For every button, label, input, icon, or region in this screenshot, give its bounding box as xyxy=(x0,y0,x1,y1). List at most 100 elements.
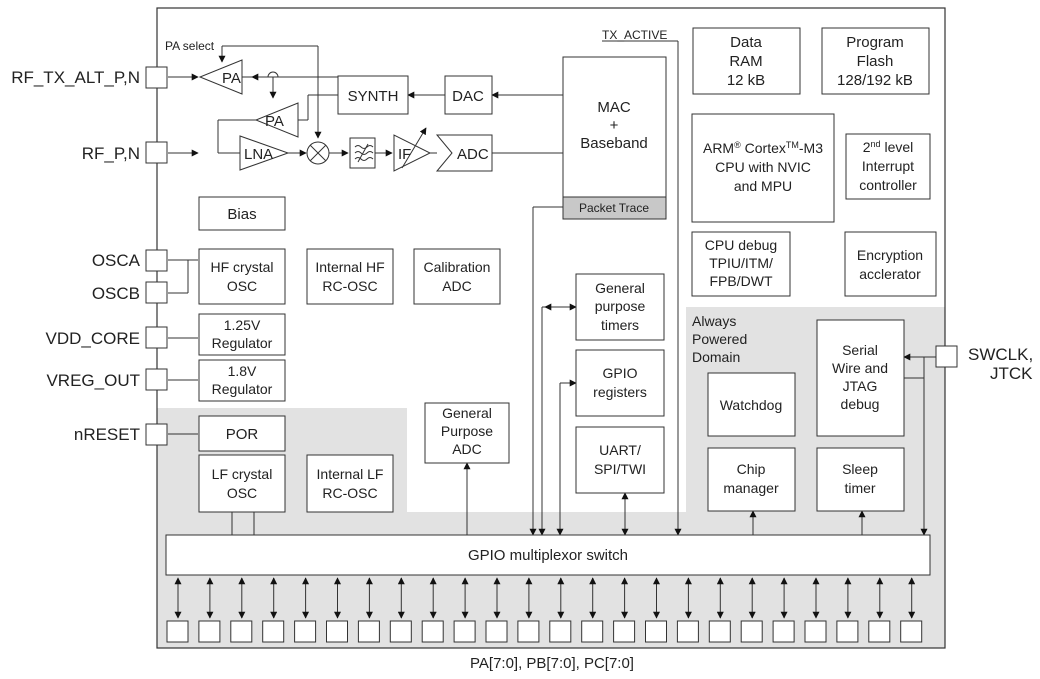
gpio-pin-box xyxy=(836,620,859,643)
svg-text:JTAG: JTAG xyxy=(843,378,878,394)
lna-amplifier: LNA xyxy=(239,135,290,171)
regulator-125-block: 1.25V Regulator xyxy=(198,313,286,356)
gpio-pin-box xyxy=(900,620,923,643)
svg-text:Regulator: Regulator xyxy=(212,335,273,351)
svg-text:purpose: purpose xyxy=(595,298,646,314)
svg-text:CPU debug: CPU debug xyxy=(705,237,777,253)
synth-block: SYNTH xyxy=(337,75,409,115)
svg-text:registers: registers xyxy=(593,384,647,400)
packet-trace-label: Packet Trace xyxy=(579,201,649,215)
cpu-debug-block: CPU debug TPIU/ITM/ FPB/DWT xyxy=(691,231,791,297)
encryption-block: Encryption acclerator xyxy=(844,231,937,297)
por-block: POR xyxy=(198,415,286,452)
internal-hf-block: Internal HF RC-OSC xyxy=(306,248,394,305)
gpio-pin-box xyxy=(772,620,795,643)
svg-text:Always: Always xyxy=(692,313,736,329)
left-pin-boxes xyxy=(145,66,168,446)
pa-select-label: PA select xyxy=(165,39,215,53)
svg-text:Powered: Powered xyxy=(692,331,747,347)
program-flash-block: Program Flash 128/192 kB xyxy=(821,27,930,95)
if-amplifier: IF xyxy=(393,127,432,172)
svg-text:RC-OSC: RC-OSC xyxy=(322,485,377,501)
gpio-pin-box xyxy=(198,620,221,643)
internal-lf-block: Internal LF RC-OSC xyxy=(306,454,394,513)
gpio-pin-box xyxy=(453,620,476,643)
gpio-pin-box xyxy=(676,620,699,643)
regulator-18-block: 1.8V Regulator xyxy=(198,359,286,402)
gpio-pin-box xyxy=(740,620,763,643)
gpio-pin-box xyxy=(230,620,253,643)
bottom-pins-label: PA[7:0], PB[7:0], PC[7:0] xyxy=(470,655,634,672)
gpio-pin-box xyxy=(421,620,444,643)
mac-plus: + xyxy=(610,117,619,134)
gpio-pin-box xyxy=(294,620,317,643)
svg-text:TPIU/ITM/: TPIU/ITM/ xyxy=(709,255,773,271)
gpio-pin-box xyxy=(166,620,189,643)
svg-text:controller: controller xyxy=(859,177,917,193)
svg-text:LF crystal: LF crystal xyxy=(212,466,273,482)
pin-rf-p: RF_P,N xyxy=(82,144,140,163)
svg-text:Bias: Bias xyxy=(227,206,256,223)
watchdog-block: Watchdog xyxy=(707,372,796,437)
gpio-registers-block: GPIO registers xyxy=(575,349,665,417)
svg-text:FPB/DWT: FPB/DWT xyxy=(710,273,773,289)
signal-lines xyxy=(168,40,936,536)
svg-text:1.8V: 1.8V xyxy=(228,363,257,379)
svg-text:12 kB: 12 kB xyxy=(727,72,765,89)
pin-nreset: nRESET xyxy=(74,425,140,444)
svg-text:Data: Data xyxy=(730,34,762,51)
svg-text:POR: POR xyxy=(226,426,259,443)
swclk-pin-box xyxy=(935,345,958,368)
swj-debug-block: Serial Wire and JTAG debug xyxy=(816,319,905,437)
gpio-pin-box xyxy=(485,620,508,643)
svg-text:ADC: ADC xyxy=(442,278,472,294)
data-ram-block: Data RAM 12 kB xyxy=(692,27,801,95)
svg-text:1.25V: 1.25V xyxy=(224,317,261,333)
svg-text:ARM® CortexTM-M3: ARM® CortexTM-M3 xyxy=(703,140,823,156)
gpio-pin-box xyxy=(708,620,731,643)
svg-text:2nd level: 2nd level xyxy=(863,139,914,155)
svg-text:RC-OSC: RC-OSC xyxy=(322,278,377,294)
svg-text:debug: debug xyxy=(841,396,880,412)
gpio-pin-box xyxy=(868,620,891,643)
bias-block: Bias xyxy=(198,196,286,231)
gpio-pin-box xyxy=(326,620,348,643)
gpio-pin-box xyxy=(517,620,540,643)
gpio-pin-box xyxy=(389,620,412,643)
hf-crystal-block: HF crystal OSC xyxy=(198,248,286,305)
tx-active-label: TX_ACTIVE xyxy=(602,28,667,42)
mixer-icon xyxy=(306,141,330,165)
if-label: IF xyxy=(398,146,411,163)
gpio-pin-box xyxy=(613,620,636,643)
sleep-timer-block: Sleep timer xyxy=(816,447,905,512)
svg-text:Sleep: Sleep xyxy=(842,461,878,477)
pin-swclk: SWCLK, xyxy=(968,345,1033,364)
svg-text:Serial: Serial xyxy=(842,342,878,358)
gpio-pin-box xyxy=(262,620,285,643)
svg-text:Internal HF: Internal HF xyxy=(315,259,384,275)
pin-jtck: JTCK xyxy=(990,364,1033,383)
pin-oscb: OSCB xyxy=(92,284,140,303)
always-powered-label: Always Powered Domain xyxy=(692,313,747,365)
svg-text:Calibration: Calibration xyxy=(424,259,491,275)
gpio-pins xyxy=(166,577,923,643)
svg-text:Watchdog: Watchdog xyxy=(720,397,783,413)
pa-second-amplifier: PA xyxy=(254,102,299,138)
svg-text:Encryption: Encryption xyxy=(857,247,923,263)
svg-text:UART/: UART/ xyxy=(599,442,641,458)
dac-block: DAC xyxy=(444,75,493,115)
uart-block: UART/ SPI/TWI xyxy=(575,426,665,494)
svg-text:Flash: Flash xyxy=(857,53,894,70)
svg-text:Regulator: Regulator xyxy=(212,381,273,397)
lf-crystal-block: LF crystal OSC xyxy=(198,454,286,513)
svg-text:Domain: Domain xyxy=(692,349,740,365)
cpu-block: ARM® CortexTM-M3 CPU with NVIC and MPU xyxy=(691,113,835,223)
pin-rf-tx-alt: RF_TX_ALT_P,N xyxy=(11,68,140,87)
synth-label: SYNTH xyxy=(348,88,399,105)
filter-icon xyxy=(349,137,376,169)
dac-label: DAC xyxy=(452,88,484,105)
gpio-mux-block: GPIO multiplexor switch xyxy=(165,534,931,576)
gpio-pin-box xyxy=(645,620,667,643)
svg-text:GPIO: GPIO xyxy=(602,365,637,381)
